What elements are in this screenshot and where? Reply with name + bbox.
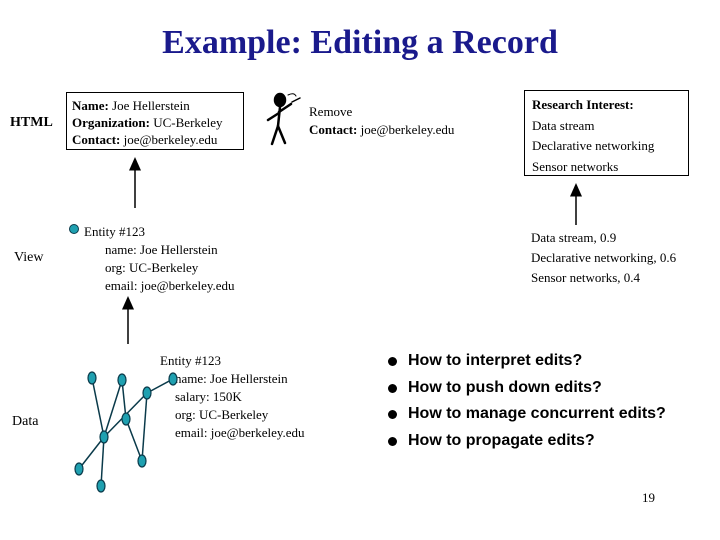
layer-label-html: HTML — [10, 115, 53, 130]
score-item: Sensor networks, 0.4 — [531, 270, 641, 285]
data-entity-salary: salary: 150K — [175, 389, 242, 404]
data-entity-name: name: Joe Hellerstein — [175, 371, 288, 386]
remove-contact-annotation: Remove Contact: joe@berkeley.edu — [309, 103, 454, 139]
data-entity-email: email: joe@berkeley.edu — [175, 425, 305, 440]
view-interest-scores: Data stream, 0.9 Declarative networking,… — [531, 228, 676, 288]
question-text: How to interpret edits? — [408, 352, 583, 369]
data-entity-org: org: UC-Berkeley — [175, 407, 269, 422]
bullet-icon — [388, 436, 397, 446]
slide-title: Example: Editing a Record — [162, 24, 558, 61]
graph-node — [74, 462, 84, 476]
question-text: How to push down edits? — [408, 378, 602, 396]
bullet-icon — [388, 410, 397, 419]
graph-node — [87, 371, 97, 385]
research-item: Sensor networks — [532, 158, 619, 174]
stick-figure-icon — [266, 92, 301, 146]
view-entity-id: Entity #123 — [84, 224, 146, 239]
data-graph — [78, 377, 174, 487]
research-item: Data stream — [532, 117, 595, 133]
layer-label-view: View — [14, 250, 44, 265]
contact-label: Contact: — [72, 132, 121, 147]
score-item: Declarative networking, 0.6 — [531, 250, 677, 265]
view-entity-email: email: joe@berkeley.edu — [105, 278, 235, 293]
view-entity-record: Entity #123 name: Joe Hellerstein org: U… — [84, 223, 235, 295]
data-graph-nodes — [74, 371, 178, 493]
remove-contact-value: joe@berkeley.edu — [357, 122, 455, 137]
graph-node — [121, 412, 131, 426]
org-label: Organization: — [72, 115, 150, 130]
research-interest-box: Research Interest: Data stream Declarati… — [524, 90, 689, 176]
remove-contact-line: Contact: joe@berkeley.edu — [309, 121, 454, 139]
name-label: Name: — [72, 98, 109, 113]
question-item: How to push down edits? — [388, 375, 666, 402]
question-item: How to propagate edits? — [388, 428, 666, 455]
org-value: UC-Berkeley — [150, 115, 223, 130]
view-entity-name: name: Joe Hellerstein — [105, 242, 218, 257]
contact-value: joe@berkeley.edu — [120, 132, 218, 147]
graph-node — [117, 373, 127, 387]
remove-contact-label: Contact: — [309, 122, 358, 137]
bullet-icon — [388, 383, 397, 393]
html-contact-line: Contact: joe@berkeley.edu — [72, 131, 243, 148]
layer-label-data: Data — [12, 414, 39, 429]
remove-label: Remove — [309, 104, 353, 119]
html-org-line: Organization: UC-Berkeley — [72, 114, 243, 131]
page-number: 19 — [642, 490, 655, 505]
graph-node — [96, 479, 106, 493]
name-value: Joe Hellerstein — [108, 98, 190, 113]
bullet-icon — [388, 357, 397, 366]
question-list: How to interpret edits? How to push down… — [388, 348, 666, 454]
graph-node — [142, 386, 152, 400]
data-entity-id: Entity #123 — [160, 353, 222, 368]
research-heading: Research Interest: — [532, 97, 634, 112]
score-item: Data stream, 0.9 — [531, 230, 617, 245]
question-item: How to manage concurrent edits? — [388, 401, 666, 428]
graph-node — [168, 372, 178, 386]
view-entity-org: org: UC-Berkeley — [105, 260, 199, 275]
data-entity-record: Entity #123 name: Joe Hellerstein salary… — [160, 352, 305, 442]
view-entity-node — [69, 224, 79, 234]
graph-node — [137, 454, 147, 468]
graph-node — [99, 430, 109, 444]
question-text: How to propagate edits? — [408, 431, 595, 449]
html-name-line: Name: Joe Hellerstein — [72, 97, 243, 114]
question-item: How to interpret edits? — [388, 348, 666, 375]
html-record-box: Name: Joe Hellerstein Organization: UC-B… — [66, 92, 244, 150]
question-text: How to manage concurrent edits? — [408, 405, 666, 422]
research-item: Declarative networking — [532, 138, 655, 153]
